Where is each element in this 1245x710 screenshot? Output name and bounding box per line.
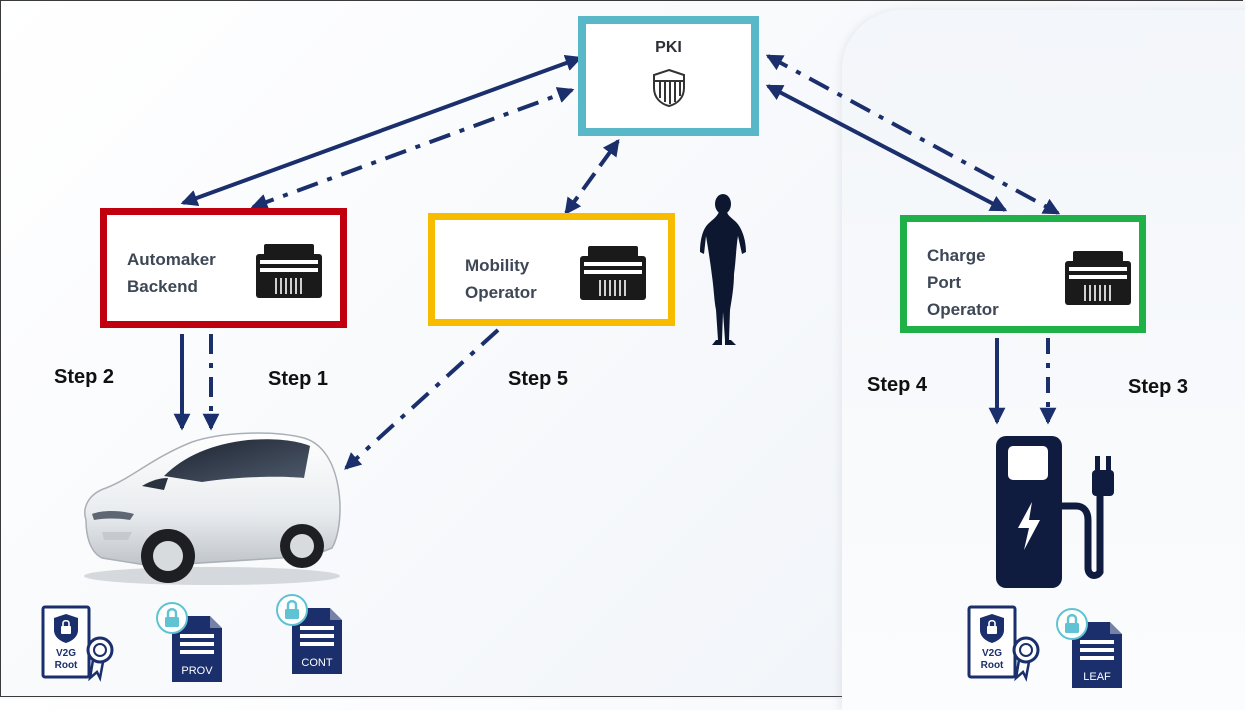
step5-label: Step 5 bbox=[508, 368, 569, 390]
person-icon bbox=[700, 194, 746, 345]
cont-label: CONT bbox=[301, 657, 332, 669]
lock-icon bbox=[156, 602, 188, 634]
server-icon bbox=[580, 246, 646, 300]
automaker-backend-label: Automaker Backend bbox=[127, 246, 216, 300]
automaker-label-line2: Backend bbox=[127, 277, 198, 296]
step1-label: Step 1 bbox=[268, 368, 329, 390]
automaker-label-line1: Automaker bbox=[127, 250, 216, 269]
lock-icon bbox=[276, 594, 308, 626]
arrow-automaker-pki-solid bbox=[180, 55, 583, 206]
arrow-step5 bbox=[344, 328, 500, 470]
step2-label: Step 2 bbox=[54, 366, 115, 388]
charge-label-line2: Port bbox=[927, 273, 961, 292]
charging-station-icon bbox=[996, 436, 1114, 588]
charge-label-line3: Operator bbox=[927, 300, 999, 319]
car-icon bbox=[84, 432, 341, 585]
mobility-label-line2: Operator bbox=[465, 283, 537, 302]
mobility-label-line1: Mobility bbox=[465, 256, 530, 275]
mobility-operator-label: Mobility Operator bbox=[465, 252, 537, 306]
pki-box: PKI bbox=[578, 16, 759, 136]
arrow-pki-charge-dashdot bbox=[765, 54, 1061, 215]
shield-icon bbox=[653, 68, 685, 108]
mobility-operator-box: Mobility Operator bbox=[428, 213, 675, 326]
arrow-mobility-pki bbox=[564, 138, 620, 216]
document-icon: PROV bbox=[156, 602, 222, 682]
server-icon bbox=[256, 244, 322, 298]
v2g-root-car-line2: Root bbox=[55, 660, 78, 671]
v2g-root-charger-line1: V2G bbox=[982, 648, 1002, 659]
document-icon: LEAF bbox=[1056, 608, 1122, 688]
lock-icon bbox=[1056, 608, 1088, 640]
v2g-root-charger-line2: Root bbox=[981, 660, 1004, 671]
pki-label: PKI bbox=[655, 39, 682, 56]
automaker-backend-box: Automaker Backend bbox=[100, 208, 347, 328]
step4-label: Step 4 bbox=[867, 374, 928, 396]
charge-label-line1: Charge bbox=[927, 246, 986, 265]
leaf-label: LEAF bbox=[1083, 671, 1111, 683]
v2g-root-car-line1: V2G bbox=[56, 648, 76, 659]
arrow-pki-charge-solid bbox=[765, 84, 1008, 212]
certificate-icon: V2G Root bbox=[41, 605, 114, 682]
charge-port-operator-label: Charge Port Operator bbox=[927, 242, 999, 323]
step3-label: Step 3 bbox=[1128, 376, 1189, 398]
document-icon: CONT bbox=[276, 594, 342, 674]
arrow-automaker-pki-dashdot bbox=[250, 87, 575, 210]
charge-port-operator-box: Charge Port Operator bbox=[900, 215, 1146, 333]
prov-label: PROV bbox=[181, 665, 213, 677]
certificate-icon: V2G Root bbox=[967, 605, 1040, 682]
server-icon bbox=[1065, 251, 1131, 305]
